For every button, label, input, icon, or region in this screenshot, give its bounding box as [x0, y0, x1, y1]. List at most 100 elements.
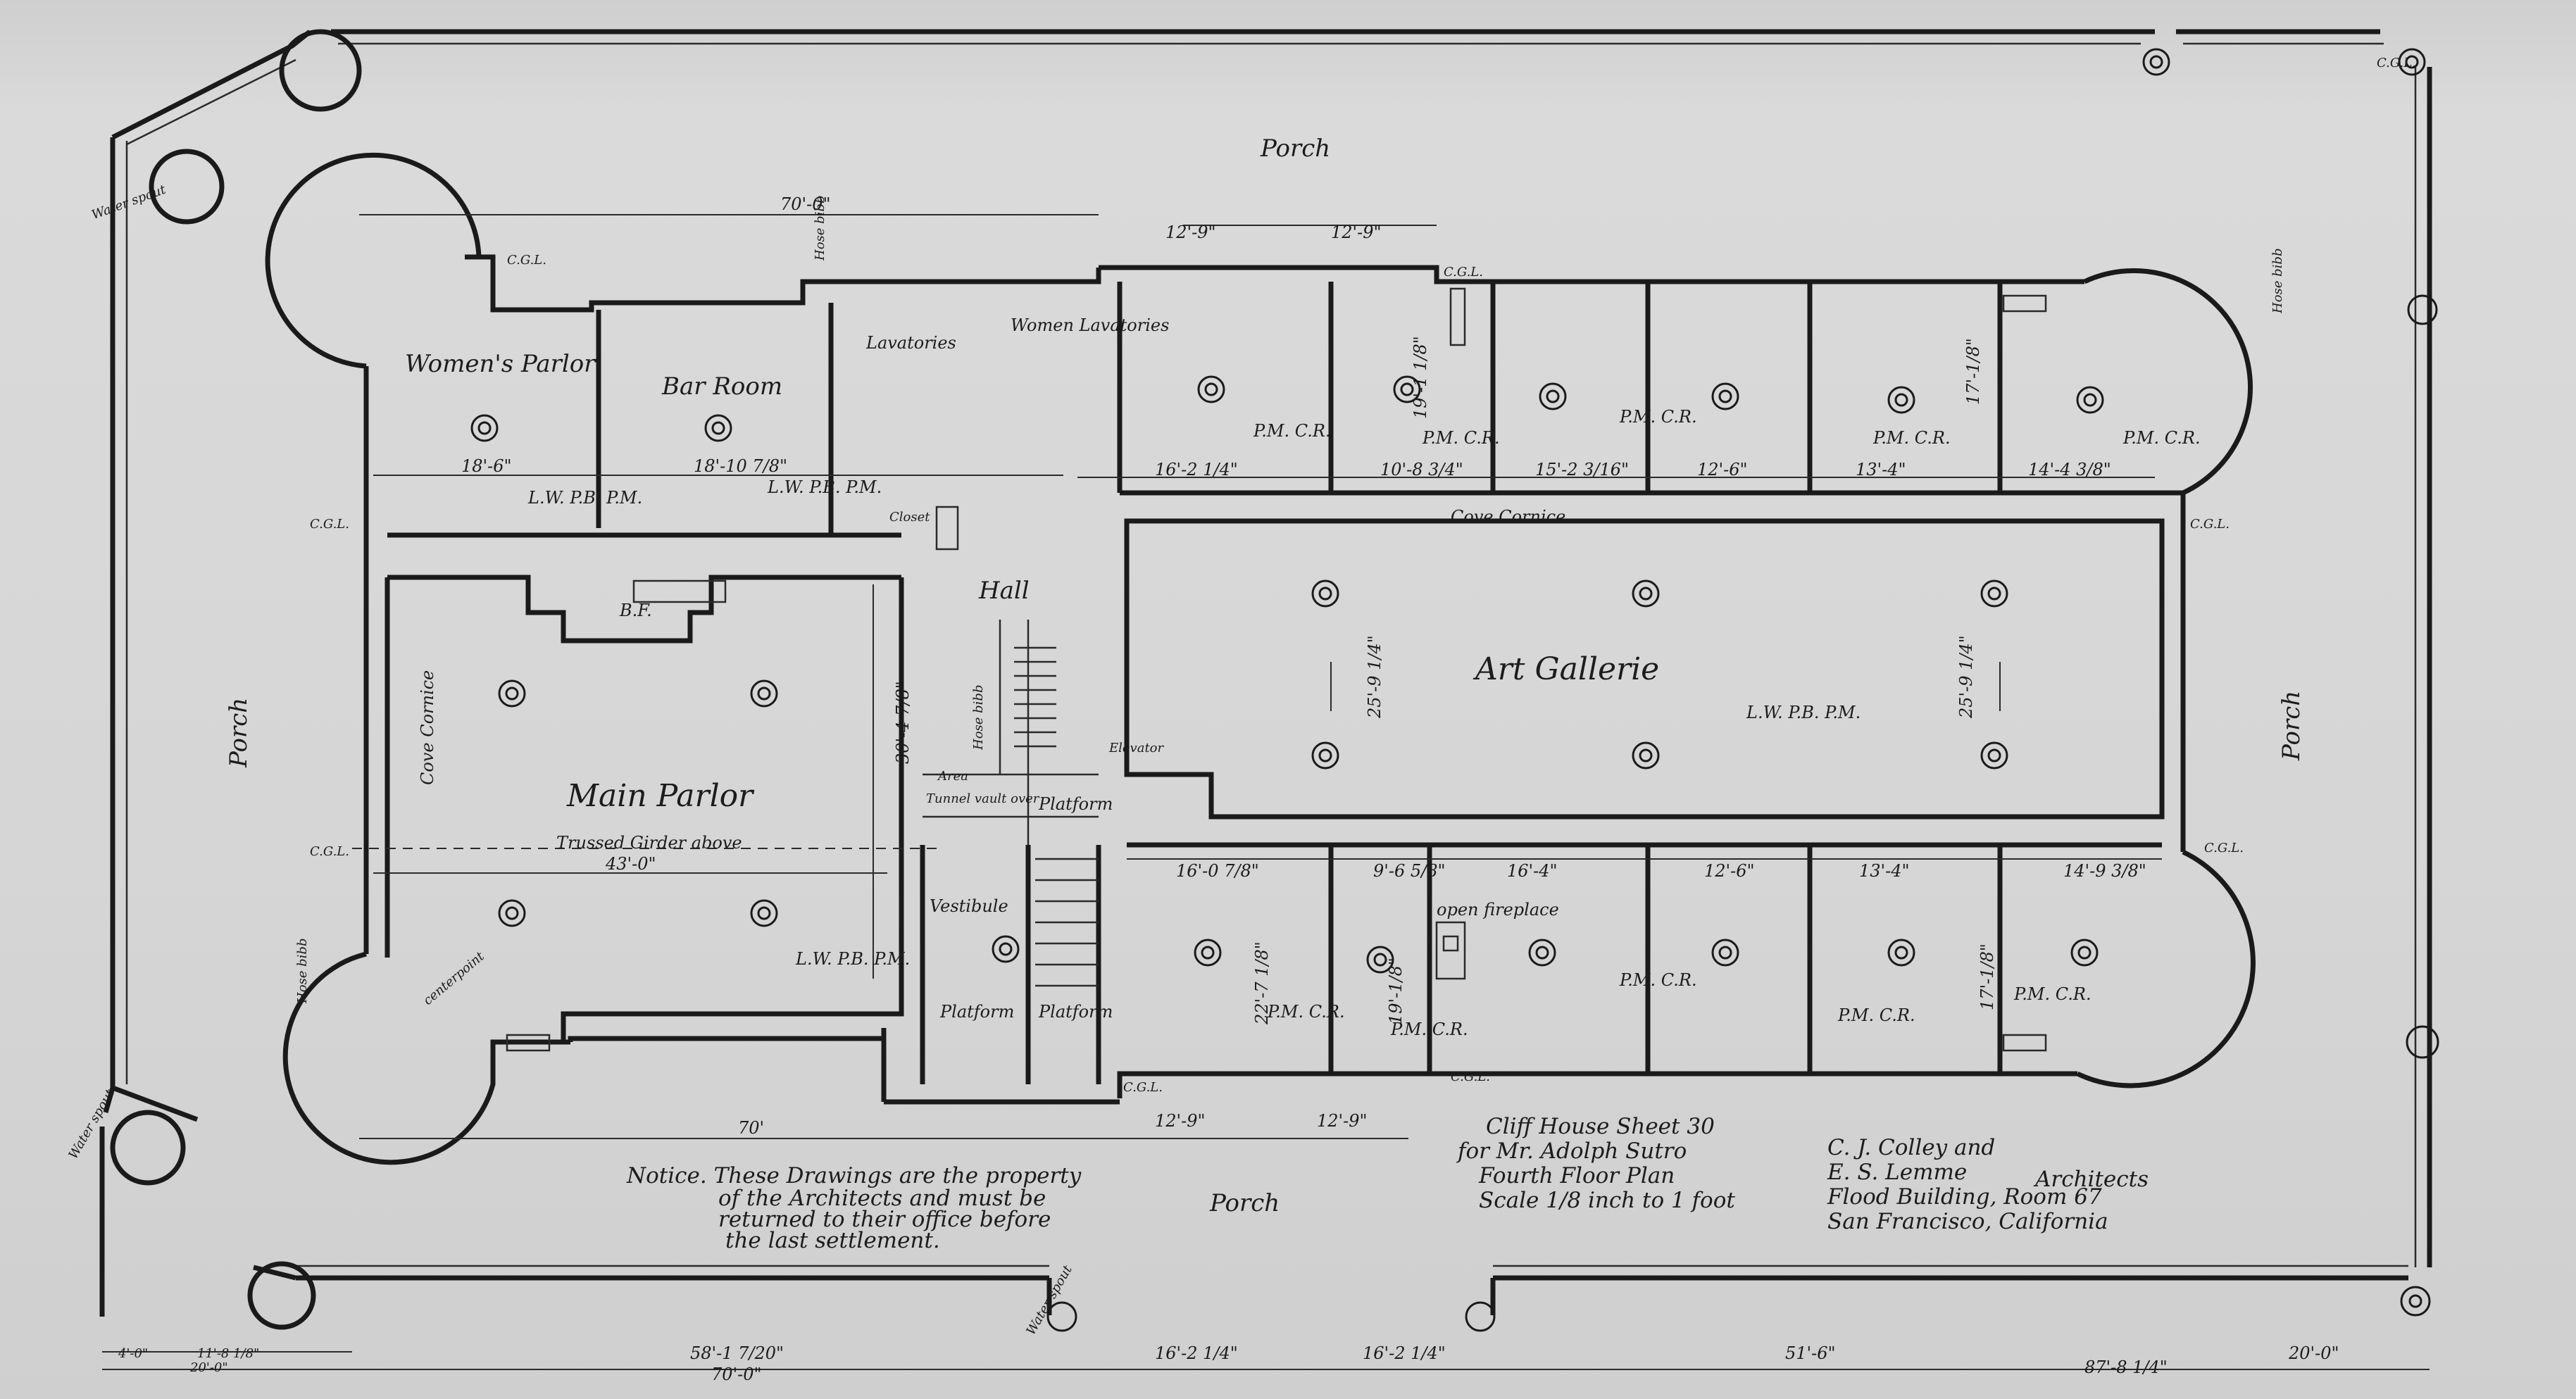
architects-role: Architects — [2033, 1167, 2149, 1192]
water-spout-sw: Water spout — [65, 1086, 118, 1162]
vestibule-label: Vestibule — [930, 896, 1008, 916]
code-r5: P.M. C.R. — [1872, 428, 1951, 448]
code-r6: P.M. C.R. — [2122, 428, 2201, 448]
porch-label-north: Porch — [1260, 134, 1330, 163]
notice-block: Notice. These Drawings are the property … — [626, 1163, 1082, 1253]
area-label: Area — [937, 769, 968, 784]
dim-bot-70: 70'-0" — [711, 1365, 762, 1384]
dim-low-12-9-a: 12'-9" — [1155, 1111, 1206, 1131]
dim-r3: 15'-2 3/16" — [1535, 460, 1629, 479]
dim-b1: 16'-0 7/8" — [1176, 861, 1259, 881]
dim-bot-16b: 16'-2 1/4" — [1363, 1343, 1446, 1363]
dim-low-12-9-b: 12'-9" — [1317, 1111, 1368, 1131]
dim-b2: 9'-6 5/8" — [1373, 861, 1446, 881]
small-fixtures — [506, 287, 2047, 1052]
dim-low-70: 70' — [738, 1118, 764, 1138]
water-spout-s: Water spout — [1023, 1262, 1075, 1338]
code-r2: P.M. C.R. — [1422, 428, 1500, 448]
dim-main-depth: 30'-4 7/8" — [893, 681, 913, 764]
dim-r1: 16'-2 1/4" — [1155, 460, 1238, 479]
dim-womens-width: 18'-6" — [461, 456, 512, 476]
building-walls — [265, 152, 2256, 1165]
dim-r5: 13'-4" — [1856, 460, 1906, 479]
hose-bibb-sw: Hose bibb — [295, 939, 310, 1004]
main-parlor-label: Main Parlor — [566, 778, 755, 814]
room-codes: L.W. P.B. P.M. L.W. P.B. P.M. L.W. P.B. … — [310, 56, 2416, 1095]
hose-bibb-hall: Hose bibb — [971, 685, 986, 751]
hose-bibb-n: Hose bibb — [813, 196, 827, 261]
elevator-label: Elevator — [1108, 741, 1165, 755]
cgl-w: C.G.L. — [310, 517, 349, 532]
dim-top-12-9-a: 12'-9" — [1165, 222, 1216, 242]
tunnel-label: Tunnel vault over — [926, 791, 1040, 806]
bar-room-label: Bar Room — [661, 372, 782, 401]
porch-label-south: Porch — [1209, 1189, 1280, 1217]
code-b5: P.M. C.R. — [1837, 1005, 1915, 1025]
cove-cornice-left: Cove Cornice — [418, 670, 437, 785]
dim-bot-16a: 16'-2 1/4" — [1155, 1343, 1238, 1363]
center-point-note: centerpoint — [420, 948, 487, 1008]
room-labels: Women's Parlor Bar Room Lavatories Women… — [405, 315, 1659, 1022]
code-r3: P.M. C.R. — [1619, 407, 1697, 427]
dimension-labels: 70'-0" 12'-9" 12'-9" 18'-6" 18'-10 7/8" … — [118, 194, 2339, 1384]
dim-bot-58: 58'-1 7/20" — [690, 1343, 784, 1363]
cgl-n: C.G.L. — [1444, 265, 1483, 280]
code-main: L.W. P.B. P.M. — [795, 949, 910, 969]
dim-bot-4: 4'-0" — [118, 1346, 148, 1361]
dim-top-12-9-b: 12'-9" — [1331, 222, 1382, 242]
title-line-1: Cliff House Sheet 30 — [1486, 1114, 1715, 1139]
code-bar: L.W. P.B. P.M. — [767, 477, 882, 497]
closet-label: Closet — [889, 510, 930, 525]
dim-r2: 10'-8 3/4" — [1380, 460, 1463, 479]
dim-r6: 14'-4 3/8" — [2028, 460, 2111, 479]
cgl-nw: C.G.L. — [507, 253, 546, 268]
architects-line-3: Flood Building, Room 67 — [1827, 1184, 2102, 1210]
cgl-s: C.G.L. — [1451, 1069, 1490, 1084]
title-block: Cliff House Sheet 30 for Mr. Adolph Sutr… — [1456, 1114, 1735, 1213]
dim-bot-20: 20'-0" — [189, 1360, 228, 1375]
dim-b4: 12'-6" — [1704, 861, 1755, 881]
dim-d3: 17'-1/8" — [1977, 943, 1997, 1010]
dimension-lines — [102, 214, 2430, 1370]
dim-bot-20b: 20'-0" — [2288, 1343, 2339, 1363]
title-line-4: Scale 1/8 inch to 1 foot — [1479, 1188, 1735, 1213]
architects-line-4: San Francisco, California — [1827, 1209, 2108, 1234]
notice-line-3: returned to their office before — [718, 1207, 1051, 1232]
art-gallerie-label: Art Gallerie — [1473, 651, 1659, 687]
notice-line-2: of the Architects and must be — [718, 1186, 1046, 1211]
title-line-2: for Mr. Adolph Sutro — [1456, 1138, 1687, 1164]
dim-bot-11: 11'-8 1/8" — [197, 1346, 259, 1361]
hall-label: Hall — [978, 577, 1030, 605]
cove-cornice-top: Cove Cornice — [1451, 507, 1565, 527]
dim-bot-87: 87'-8 1/4" — [2084, 1357, 2168, 1377]
cgl-sw: C.G.L. — [310, 844, 349, 859]
dim-bot-51: 51'-6" — [1785, 1343, 1836, 1363]
code-r1: P.M. C.R. — [1253, 421, 1331, 441]
bf-label: B.F. — [619, 601, 652, 620]
cgl-ne: C.G.L. — [2377, 56, 2416, 70]
cgl-se: C.G.L. — [2204, 841, 2244, 855]
porch-label-west: Porch — [225, 698, 253, 768]
dim-b6: 14'-9 3/8" — [2063, 861, 2146, 881]
dim-gallery-depth-b: 25'-9 1/4" — [1956, 635, 1976, 719]
dim-bar-width: 18'-10 7/8" — [694, 456, 787, 476]
notice-line-1: Notice. These Drawings are the property — [626, 1163, 1082, 1188]
dim-d5: 19'-1/8" — [1386, 958, 1406, 1024]
code-b6: P.M. C.R. — [2013, 984, 2092, 1004]
code-b1: P.M. C.R. — [1267, 1002, 1345, 1022]
drawing-notes: Cove Cornice Cove Cornice Trussed Girder… — [65, 182, 2285, 1338]
womens-parlor-label: Women's Parlor — [405, 350, 596, 378]
architects-block: C. J. Colley and E. S. Lemme Flood Build… — [1827, 1135, 2149, 1234]
dim-b5: 13'-4" — [1859, 861, 1910, 881]
light-fixtures — [470, 375, 2104, 974]
code-gallerie: L.W. P.B. P.M. — [1746, 703, 1861, 722]
hose-bibb-ne: Hose bibb — [2270, 249, 2285, 314]
architects-line-2: E. S. Lemme — [1827, 1160, 1967, 1185]
open-fireplace-label: open fireplace — [1437, 900, 1559, 920]
dim-d2: 17'-1/8" — [1963, 338, 1983, 405]
dim-gallery-depth-a: 25'-9 1/4" — [1365, 635, 1384, 719]
title-line-3: Fourth Floor Plan — [1478, 1163, 1675, 1188]
dim-main-width: 43'-0" — [605, 854, 656, 874]
porch-labels: Porch Porch Porch Porch — [225, 134, 2306, 1217]
